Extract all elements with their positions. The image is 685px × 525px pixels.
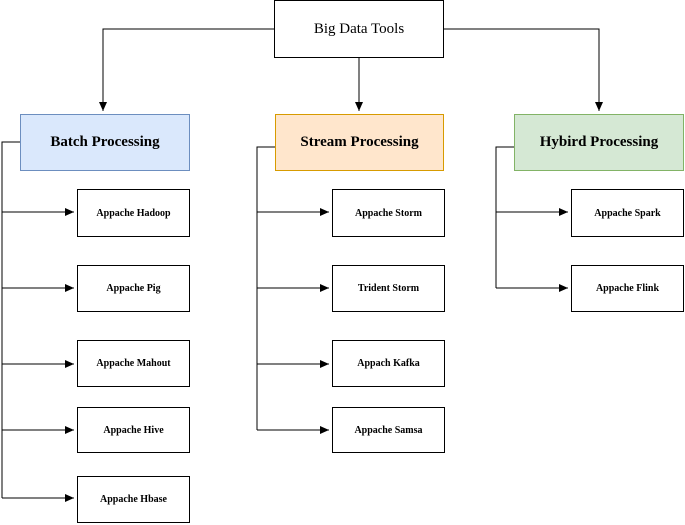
stream-item-trident-storm: Trident Storm: [332, 265, 445, 312]
batch-item-pig: Appache Pig: [77, 265, 190, 312]
batch-item-hadoop: Appache Hadoop: [77, 189, 190, 237]
batch-item-hive: Appache Hive: [77, 407, 190, 453]
stream-item-kafka: Appach Kafka: [332, 340, 445, 387]
hybrid-trunk: [495, 146, 514, 288]
category-stream-processing: Stream Processing: [275, 114, 444, 171]
connector-root-to-hybrid: [444, 28, 603, 111]
category-batch-processing: Batch Processing: [20, 114, 190, 171]
root-node: Big Data Tools: [274, 0, 444, 58]
hybrid-item-spark: Appache Spark: [571, 189, 684, 237]
batch-item-mahout: Appache Mahout: [77, 340, 190, 387]
connector-root-to-batch: [99, 28, 274, 111]
batch-trunk: [1, 141, 20, 498]
hybrid-item-flink: Appache Flink: [571, 265, 684, 312]
stream-trunk: [256, 146, 275, 430]
category-hybrid-processing: Hybird Processing: [514, 114, 684, 171]
batch-item-hbase: Appache Hbase: [77, 476, 190, 523]
stream-item-samsa: Appache Samsa: [332, 407, 445, 453]
stream-item-storm: Appache Storm: [332, 189, 445, 237]
